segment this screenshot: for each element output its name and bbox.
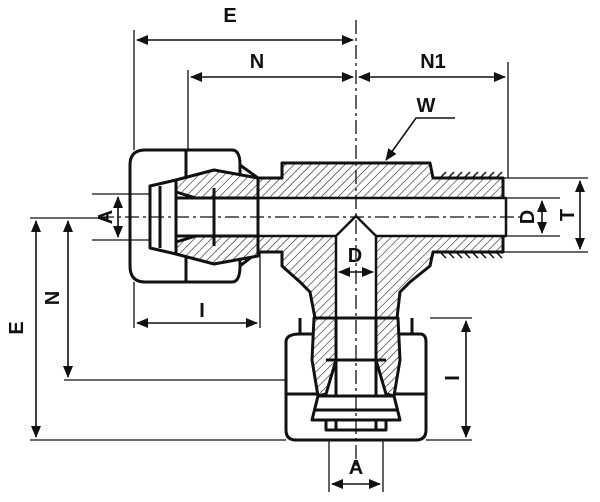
label-top-e: E — [223, 5, 236, 27]
label-left-a: A — [95, 210, 117, 224]
label-w: W — [417, 95, 436, 117]
label-right-i: I — [442, 375, 464, 381]
dimension-labels: E N N1 W A D D T N E I I A — [6, 5, 579, 479]
label-left-e: E — [6, 321, 28, 334]
label-right-d: D — [517, 210, 539, 224]
dimension-lines — [31, 35, 585, 489]
body-outline — [253, 161, 505, 320]
w-leader — [385, 117, 455, 161]
left-nut — [128, 148, 260, 284]
label-bottom-a: A — [349, 457, 363, 479]
bottom-front-ferrule — [310, 316, 338, 398]
male-thread — [439, 171, 503, 259]
tee-body — [253, 161, 508, 320]
bottom-nut — [284, 316, 428, 442]
label-center-d: D — [348, 245, 362, 267]
label-top-n1: N1 — [420, 51, 446, 73]
center-lines — [100, 20, 525, 470]
label-top-n: N — [250, 51, 264, 73]
label-right-t: T — [557, 209, 579, 221]
bottom-front-ferrule-right — [374, 316, 402, 398]
extension-lines — [30, 30, 588, 492]
label-bottom-left-i: I — [199, 300, 205, 322]
label-left-n: N — [42, 291, 64, 305]
